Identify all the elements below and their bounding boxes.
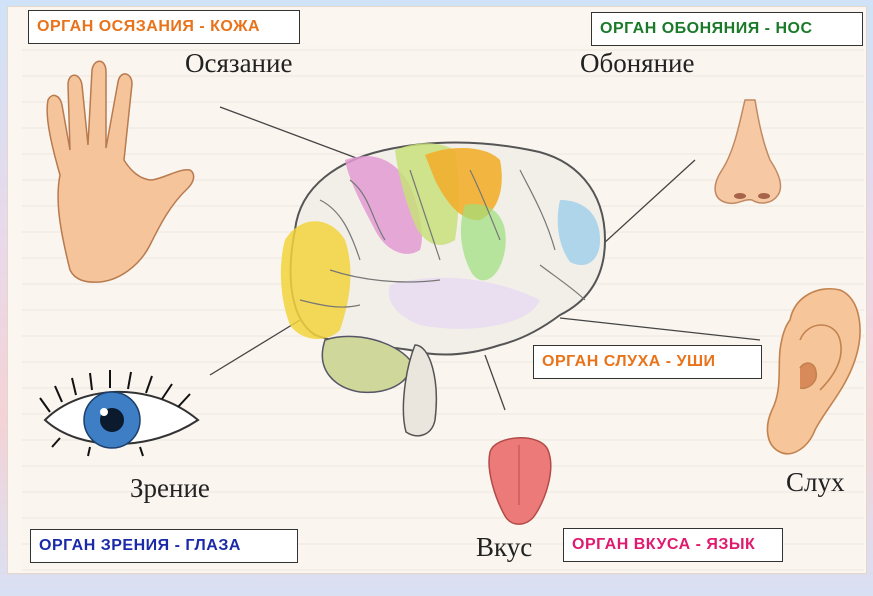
- hearing-label: Слух: [786, 467, 844, 498]
- skin-organ-tag: ОРГАН ОСЯЗАНИЯ - КОЖА: [28, 10, 300, 44]
- sight-label: Зрение: [130, 473, 210, 504]
- sight-pointer: [210, 320, 300, 375]
- tongue-icon: [489, 438, 551, 524]
- tongue-organ-tag: ОРГАН ВКУСА - ЯЗЫК: [563, 528, 783, 562]
- hand-icon: [47, 61, 193, 282]
- tongue-organ-tag-text: ОРГАН ВКУСА - ЯЗЫК: [572, 536, 755, 554]
- eye-organ-tag: ОРГАН ЗРЕНИЯ - ГЛАЗА: [30, 529, 298, 563]
- taste-pointer: [485, 355, 505, 410]
- eye-icon: [40, 370, 198, 456]
- nose-organ-tag-text: ОРГАН ОБОНЯНИЯ - НОС: [600, 20, 813, 38]
- nose-organ-tag: ОРГАН ОБОНЯНИЯ - НОС: [591, 12, 863, 46]
- touch-label: Осязание: [185, 48, 292, 79]
- hearing-pointer: [560, 318, 760, 340]
- nose-icon: [715, 100, 780, 203]
- taste-label: Вкус: [476, 532, 532, 563]
- brain-icon: [281, 143, 605, 436]
- skin-organ-tag-text: ОРГАН ОСЯЗАНИЯ - КОЖА: [37, 18, 260, 36]
- ear-organ-tag: ОРГАН СЛУХА - УШИ: [533, 345, 762, 379]
- ear-icon: [767, 289, 860, 454]
- eye-organ-tag-text: ОРГАН ЗРЕНИЯ - ГЛАЗА: [39, 537, 241, 555]
- touch-pointer: [220, 107, 375, 165]
- ear-organ-tag-text: ОРГАН СЛУХА - УШИ: [542, 353, 716, 371]
- smell-label: Обоняние: [580, 48, 695, 79]
